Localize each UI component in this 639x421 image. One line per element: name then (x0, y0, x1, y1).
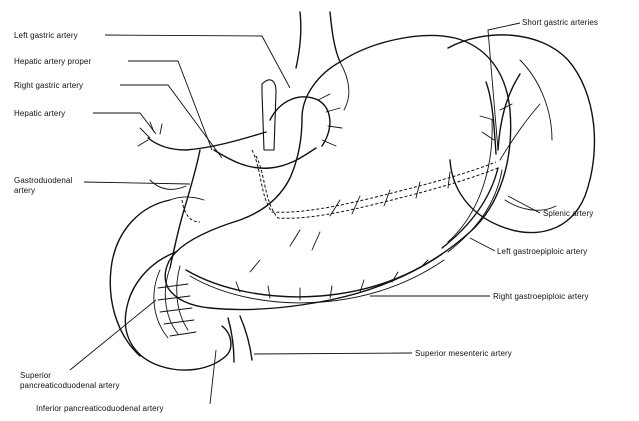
short-gastric-arteries-vessels (498, 74, 520, 150)
label-left-gastric-artery: Left gastric artery (14, 31, 78, 40)
gastroduodenal-artery-vessel (170, 150, 200, 268)
right-gastroepiploic-artery-vessel (186, 254, 442, 297)
leader-inferior-pancreatico (210, 350, 216, 404)
label-superior-mesenteric-artery: Superior mesenteric artery (415, 349, 512, 358)
leader-hepatic-proper (128, 61, 212, 150)
label-hepatic-artery-proper: Hepatic artery proper (14, 57, 91, 66)
superior-mesenteric-artery-vessel (240, 316, 252, 360)
label-superior-pancreatico-line1: Superior (20, 371, 51, 380)
label-inferior-pancreaticoduodenal-artery: Inferior pancreaticoduodenal artery (36, 404, 164, 413)
label-left-gastroepiploic-artery: Left gastroepiploic artery (497, 247, 587, 256)
leader-gastroduodenal (84, 182, 190, 184)
leader-left-gastroepiploic (470, 238, 495, 251)
leader-superior-pancreatico (70, 300, 156, 370)
stomach (165, 35, 510, 309)
label-short-gastric-arteries: Short gastric arteries (522, 18, 598, 27)
leader-superior-mesenteric (254, 353, 412, 354)
liver-edge (150, 180, 186, 189)
label-gastroduodenal-line1: Gastroduodenal (14, 176, 72, 185)
label-right-gastroepiploic-artery: Right gastroepiploic artery (493, 292, 589, 301)
label-superior-pancreatico-line2: pancreaticoduodenal artery (20, 381, 120, 390)
leader-hepatic (93, 113, 156, 134)
duodenum (125, 252, 231, 370)
esophagus (296, 12, 301, 68)
label-splenic-artery: Splenic artery (543, 209, 593, 218)
left-gastric-artery-vessel (270, 97, 330, 146)
label-right-gastric-artery: Right gastric artery (14, 81, 83, 90)
label-hepatic-artery: Hepatic artery (14, 109, 65, 118)
leader-short-gastric (488, 23, 520, 150)
common-hepatic-artery-vessel (148, 132, 266, 150)
label-gastroduodenal-line2: artery (14, 186, 35, 195)
leader-left-gastric (105, 35, 290, 88)
celiac-trunk (262, 80, 276, 150)
